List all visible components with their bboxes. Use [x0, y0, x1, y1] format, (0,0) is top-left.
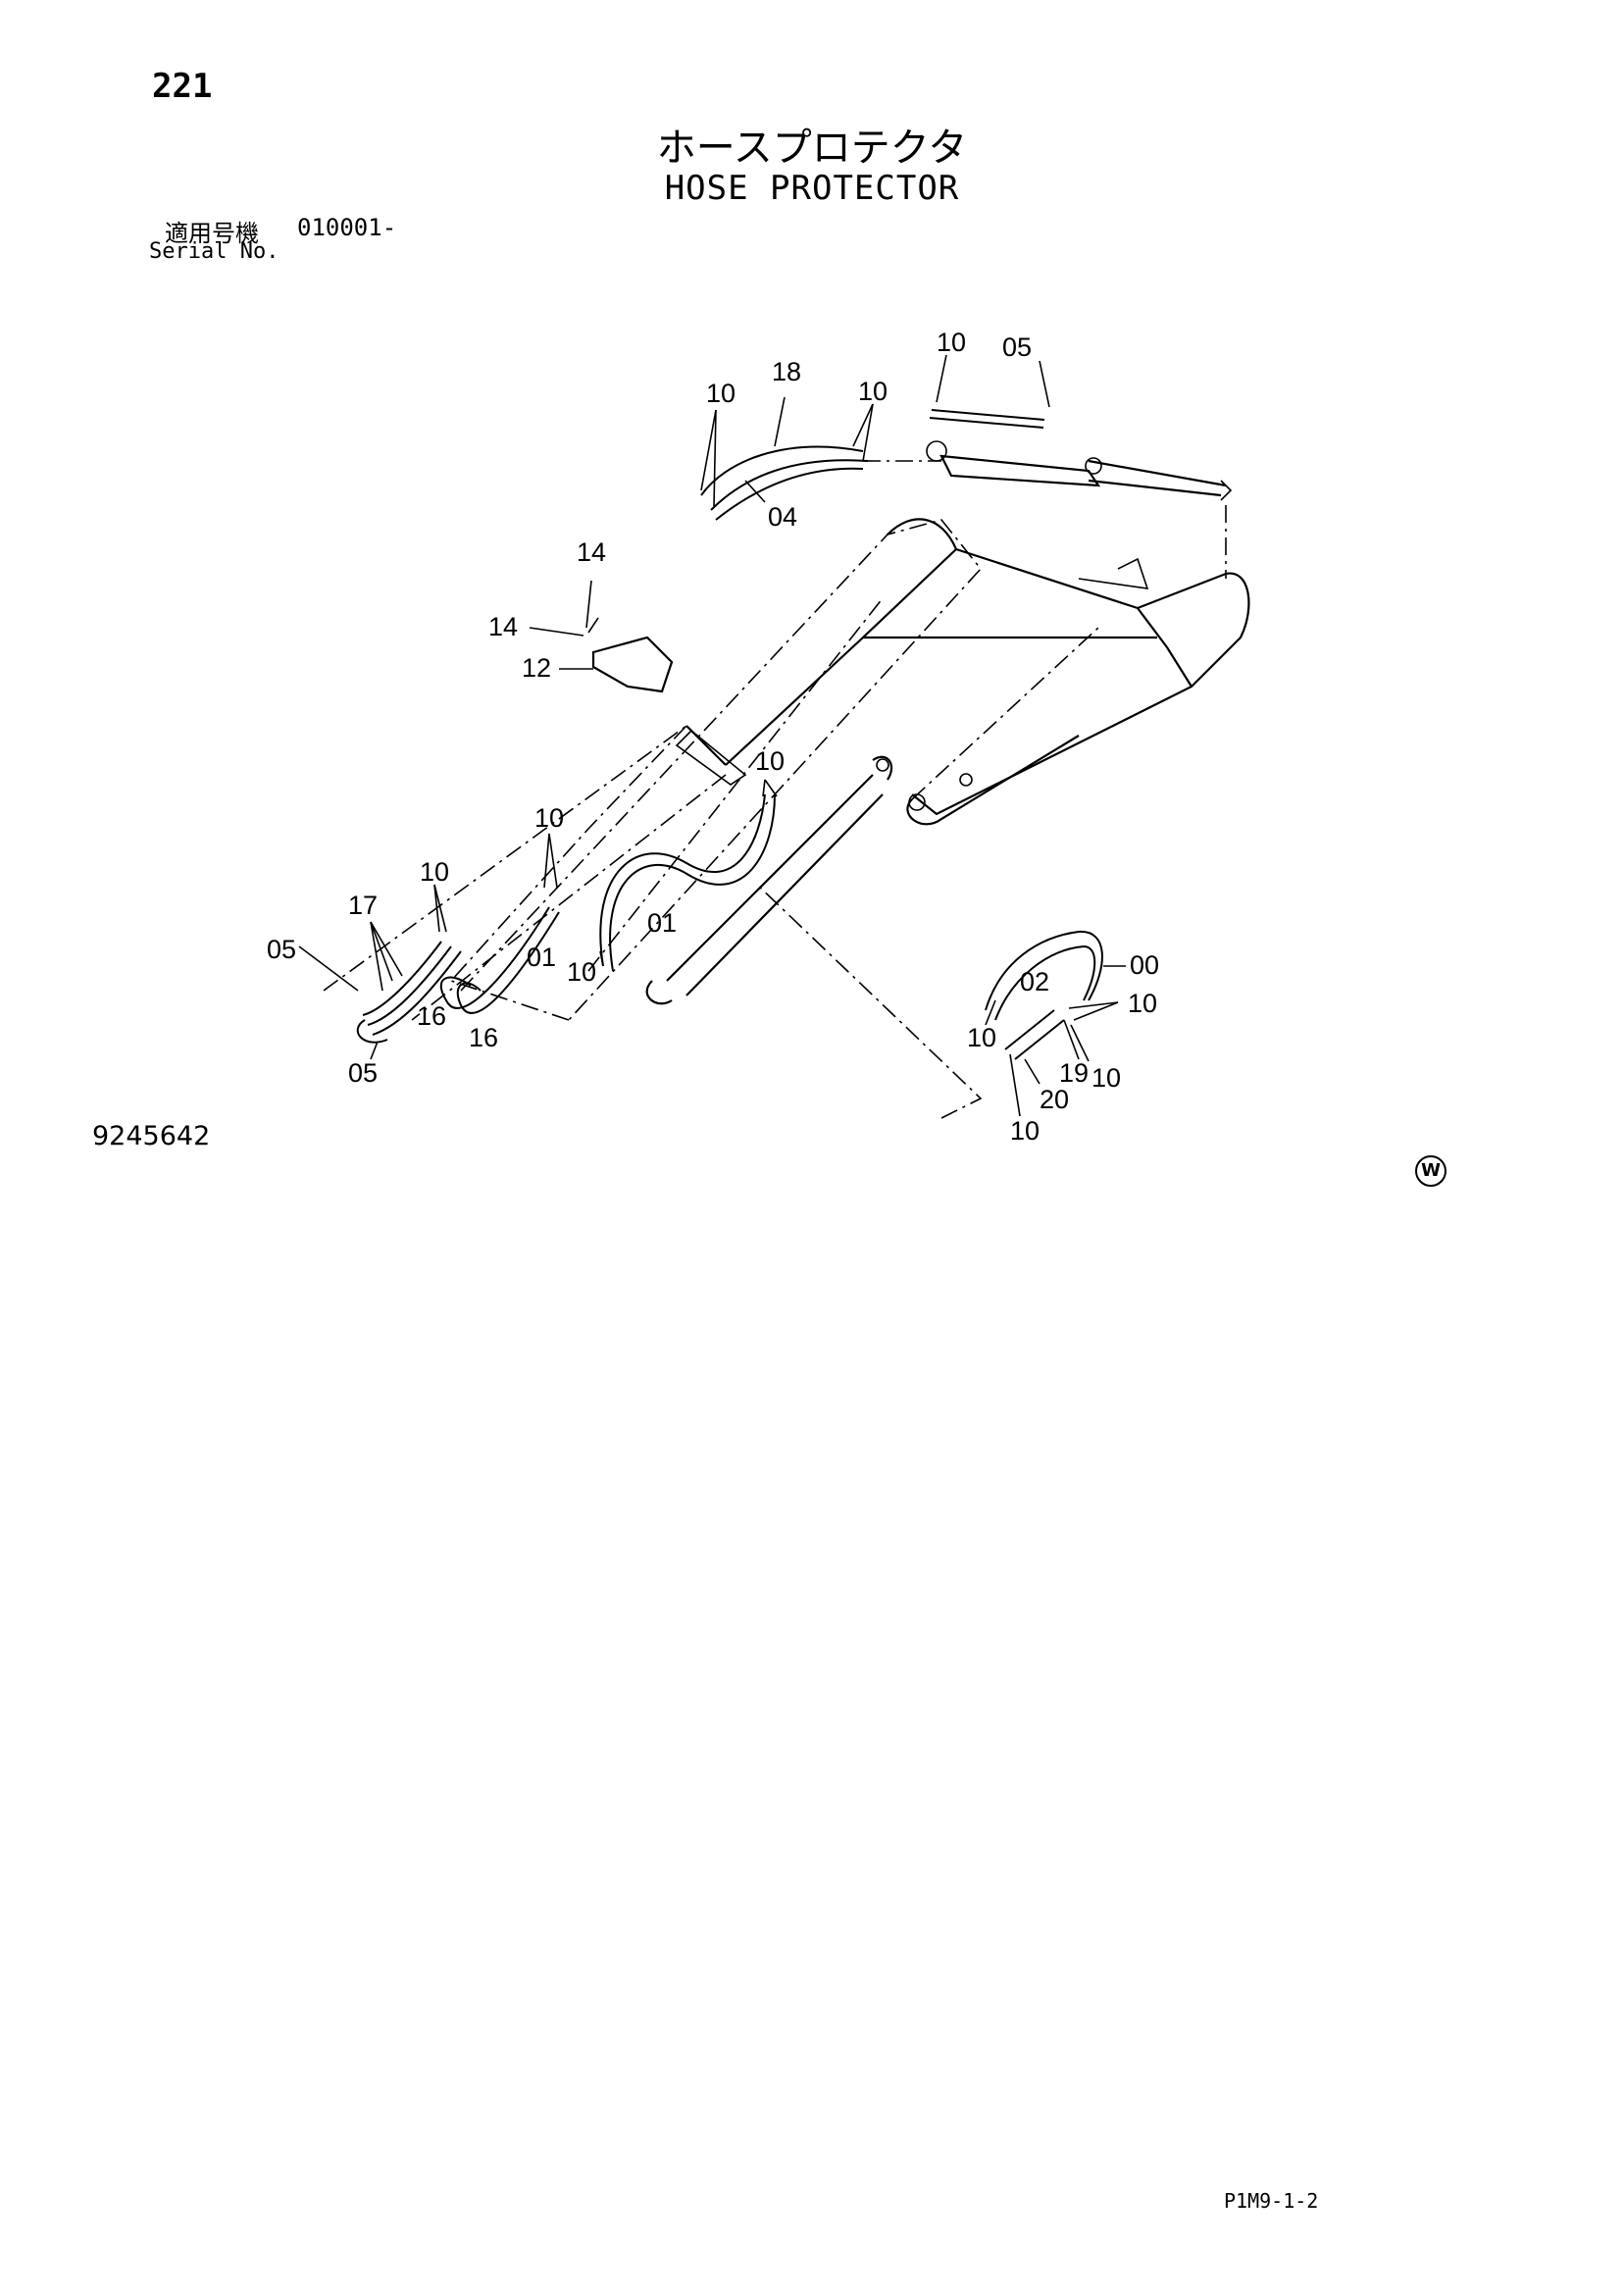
callout-label: 10	[420, 857, 449, 887]
callout-label: 10	[706, 379, 736, 408]
callout-label: 05	[267, 935, 296, 964]
drawing-number: 9245642	[92, 1121, 211, 1151]
callout-label: 10	[567, 957, 596, 987]
callout-label: 10	[967, 1023, 996, 1052]
callout-label: 01	[647, 908, 677, 938]
callout-label: 05	[348, 1058, 378, 1088]
callout-label: 10	[1128, 989, 1157, 1018]
callout-labels: 10 05 10 18 10 04 14 14 12 10 10 10 17 0…	[267, 328, 1159, 1146]
callout-label: 00	[1130, 950, 1159, 980]
hoses	[356, 409, 1103, 1060]
callout-label: 10	[858, 377, 888, 406]
callout-label: 04	[768, 502, 797, 532]
callout-label: 16	[417, 1001, 446, 1031]
callout-label: 02	[1020, 967, 1049, 996]
callout-label: 10	[534, 803, 564, 833]
serial-value: 010001-	[297, 214, 397, 241]
callout-label: 10	[1010, 1116, 1040, 1146]
callout-label: 10	[755, 746, 785, 776]
boom-arm-drawing	[323, 440, 1250, 1119]
callout-label: 19	[1059, 1058, 1089, 1088]
callout-label: 01	[527, 943, 556, 972]
callout-label: 17	[348, 891, 378, 920]
callout-label: 10	[937, 328, 966, 357]
w-mark-symbol: W	[1415, 1155, 1446, 1187]
page-code: P1M9-1-2	[1224, 2189, 1319, 2213]
callout-label: 10	[1091, 1063, 1121, 1093]
callout-label: 20	[1040, 1085, 1069, 1114]
serial-label-japanese: 適用号機	[165, 220, 259, 247]
page-number: 221	[152, 67, 213, 106]
callout-label: 05	[1002, 332, 1032, 362]
callout-label: 12	[522, 653, 551, 683]
serial-label-english: Serial No.	[149, 239, 279, 264]
callout-label: 16	[469, 1023, 498, 1052]
leader-lines	[298, 354, 1126, 1117]
callout-label: 18	[772, 357, 801, 386]
callout-label: 14	[577, 537, 606, 567]
title-japanese: ホースプロテクタ	[656, 126, 968, 171]
callout-label: 14	[488, 612, 518, 641]
title-english: HOSE PROTECTOR	[664, 169, 960, 208]
